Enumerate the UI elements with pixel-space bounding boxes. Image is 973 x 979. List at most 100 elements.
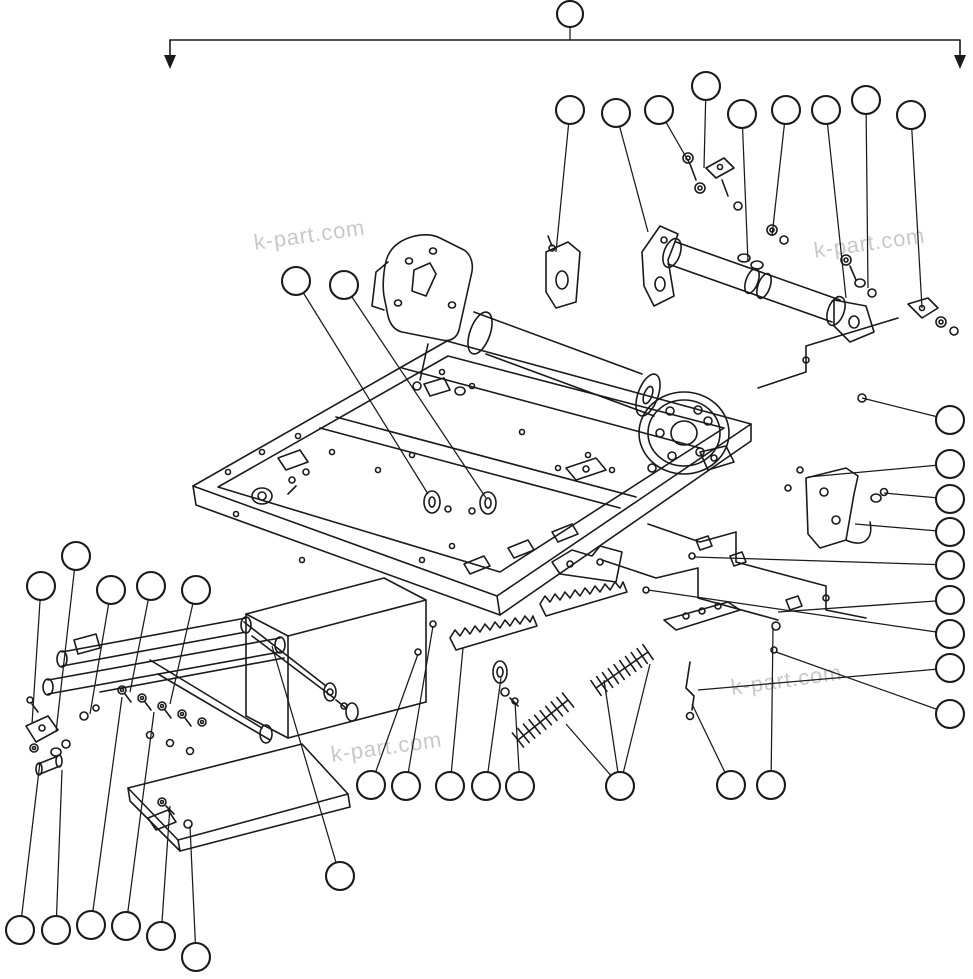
watermark-text: k-part.com (329, 727, 443, 767)
callout-balloon (934, 584, 966, 616)
leader-line (405, 625, 434, 787)
assembly-span-bracket (164, 39, 966, 69)
far-right-hardware (757, 297, 959, 403)
leader-line (189, 825, 197, 958)
callout-balloon (726, 98, 758, 130)
leader-line (741, 113, 749, 263)
callout-balloon (604, 770, 636, 802)
compression-springs (511, 643, 654, 748)
leader-line (854, 523, 951, 533)
watermark-text: k-part.com (252, 215, 366, 255)
callout-balloon (280, 265, 312, 297)
leader-line (647, 589, 951, 635)
callout-balloon (934, 618, 966, 650)
callout-balloon (600, 97, 632, 129)
callout-balloon (135, 570, 167, 602)
callout-balloon (434, 770, 466, 802)
hook-link (685, 661, 695, 721)
watermark-text: k-part.com (729, 660, 843, 700)
callout-balloon (470, 770, 502, 802)
leader-line (295, 280, 429, 495)
gauge-roller (492, 660, 519, 707)
leader-line (449, 647, 464, 787)
leader-line (31, 585, 42, 725)
leader-line (697, 667, 951, 691)
leader-line (777, 599, 951, 613)
leader-line (271, 645, 341, 877)
leader-line (160, 805, 171, 937)
leader-line (603, 679, 621, 787)
upper-right-beam (641, 225, 875, 343)
callout-balloon (643, 94, 675, 126)
callout-balloon (145, 920, 177, 952)
leader-line (775, 651, 951, 715)
lower-left-assembly (25, 616, 359, 852)
callout-balloon (755, 769, 787, 801)
serrated-bars (449, 581, 628, 651)
leader-line (55, 555, 77, 733)
stepped-plate (551, 545, 623, 583)
callout-balloon (554, 94, 586, 126)
callout-balloon (934, 404, 966, 436)
leader-line (125, 711, 155, 927)
leader-line (807, 463, 951, 478)
mid-frame-details (251, 343, 607, 656)
leader-line (910, 114, 923, 309)
callout-balloon (850, 84, 882, 116)
callout-balloon (40, 914, 72, 946)
leader-line (861, 397, 951, 421)
callout-balloon (180, 941, 212, 973)
leader-line (55, 769, 63, 931)
wheel-assembly (638, 391, 735, 475)
callout-balloon (4, 914, 36, 946)
leader-line (693, 556, 951, 566)
spring (511, 692, 575, 748)
callout-balloon (934, 698, 966, 730)
callout-balloon (75, 909, 107, 941)
callout-balloon (555, 0, 585, 29)
channel-bar (663, 601, 741, 631)
machine-line-art (25, 39, 966, 852)
leader-line (770, 627, 774, 786)
leader-line (615, 112, 649, 233)
callout-balloon (390, 770, 422, 802)
callout-balloon (934, 448, 966, 480)
belt-cover-box (245, 577, 427, 739)
upper-left-panel (371, 234, 474, 342)
linkage-rods (601, 523, 867, 654)
leader-line (169, 589, 197, 705)
leader-line (865, 99, 869, 289)
callout-balloon (770, 94, 802, 126)
leader-line (89, 589, 112, 715)
upper-right-hardware (682, 152, 877, 298)
callout-balloon (110, 910, 142, 942)
callout-balloon (895, 99, 927, 131)
callout-balloon (504, 770, 536, 802)
callout-balloon (324, 860, 356, 892)
leader-line (19, 761, 41, 931)
leader-line (619, 663, 651, 787)
callout-balloon (934, 652, 966, 684)
callout-layer (4, 0, 966, 973)
callout-balloon (60, 540, 92, 572)
leader-line (555, 109, 571, 253)
callout-balloon (934, 549, 966, 581)
callout-balloon (810, 94, 842, 126)
callout-balloon (180, 574, 212, 606)
callout-balloon (355, 769, 387, 801)
callout-balloon (715, 769, 747, 801)
callout-balloon (328, 269, 360, 301)
leader-line (90, 696, 123, 926)
lift-bracket (545, 235, 581, 309)
callout-balloon (25, 570, 57, 602)
leader-line (485, 677, 502, 787)
main-frame (192, 340, 752, 616)
leader-line (129, 585, 152, 693)
leader-line (825, 109, 847, 299)
leader-line (370, 653, 419, 786)
leader-line (343, 284, 487, 499)
leader-line (771, 109, 787, 237)
callout-balloon (934, 516, 966, 548)
callout-balloon (95, 574, 127, 606)
